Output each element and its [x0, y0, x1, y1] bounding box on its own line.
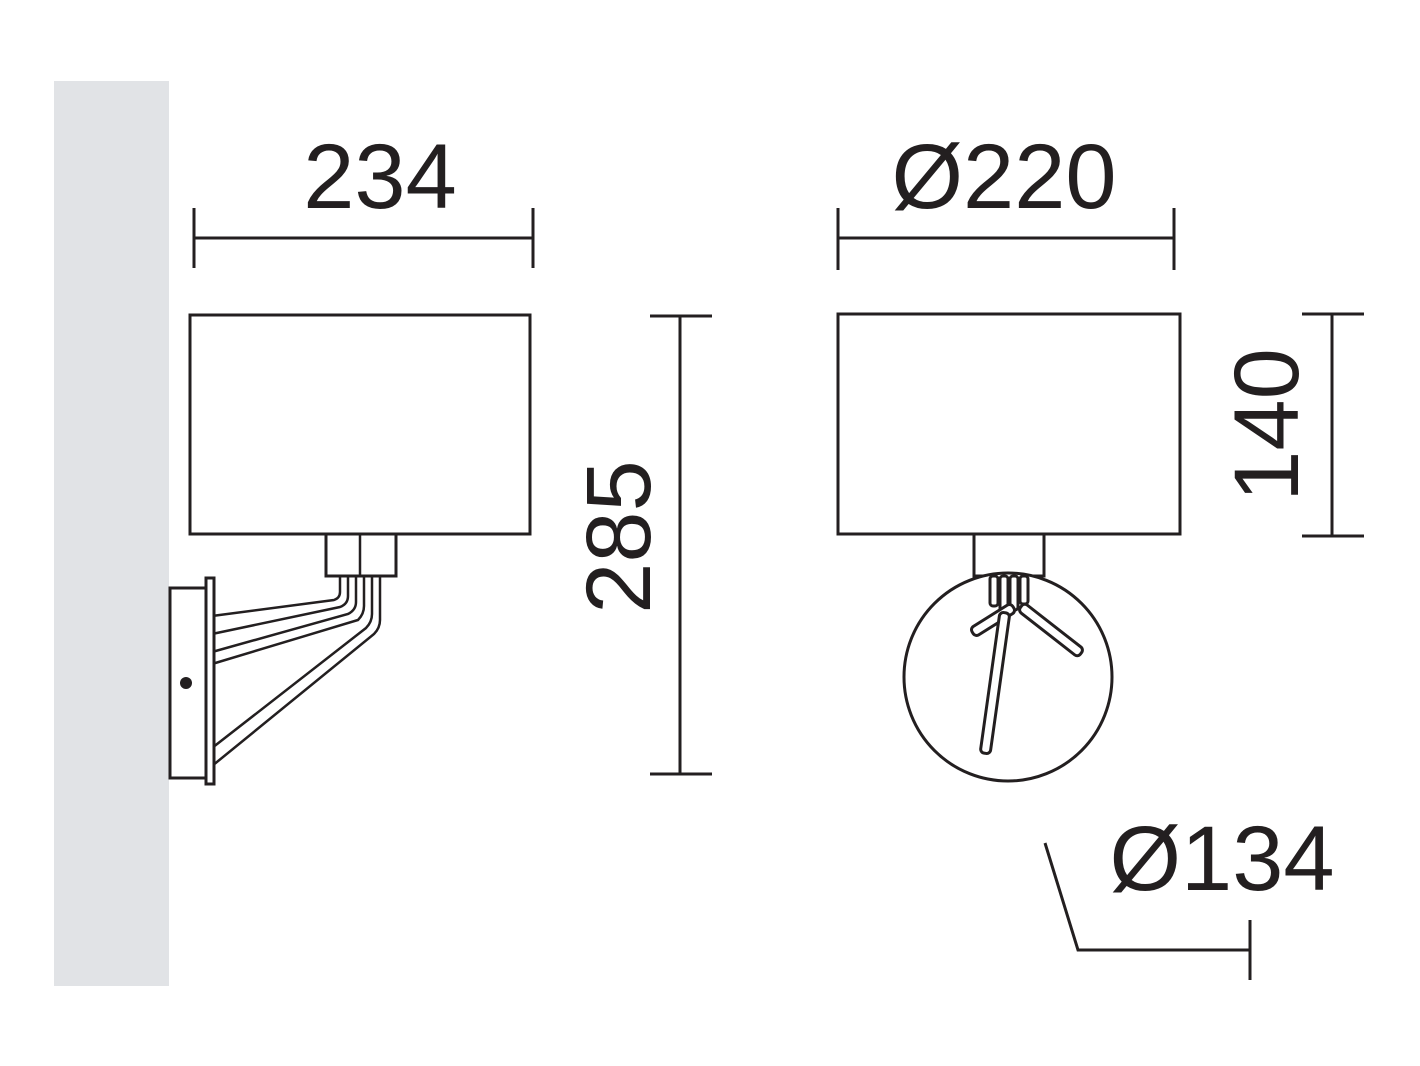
front-shade [836, 312, 1182, 536]
side-view: 234 285 [168, 126, 712, 786]
wall [54, 81, 169, 986]
side-shade [188, 313, 532, 536]
bulb-globe [902, 571, 1114, 783]
width-label: 234 [303, 126, 457, 228]
front-socket [972, 532, 1046, 578]
shade-height-dimension: 140 [1216, 312, 1364, 538]
width-dimension: 234 [192, 126, 535, 268]
side-socket [324, 532, 398, 578]
shade-height-label: 140 [1216, 348, 1318, 502]
height-dimension: 285 [568, 314, 712, 776]
shade-diameter-label: Ø220 [891, 126, 1116, 228]
bulb-diameter-label: Ø134 [1109, 808, 1334, 910]
shade-diameter-dimension: Ø220 [836, 126, 1176, 270]
front-arms [970, 574, 1084, 755]
wall-plate [168, 576, 216, 786]
front-view: Ø220 140 Ø134 [836, 126, 1364, 980]
height-label: 285 [568, 460, 670, 614]
bulb-diameter-dimension: Ø134 [1043, 808, 1335, 980]
screw [180, 677, 192, 689]
side-arms [211, 576, 382, 767]
